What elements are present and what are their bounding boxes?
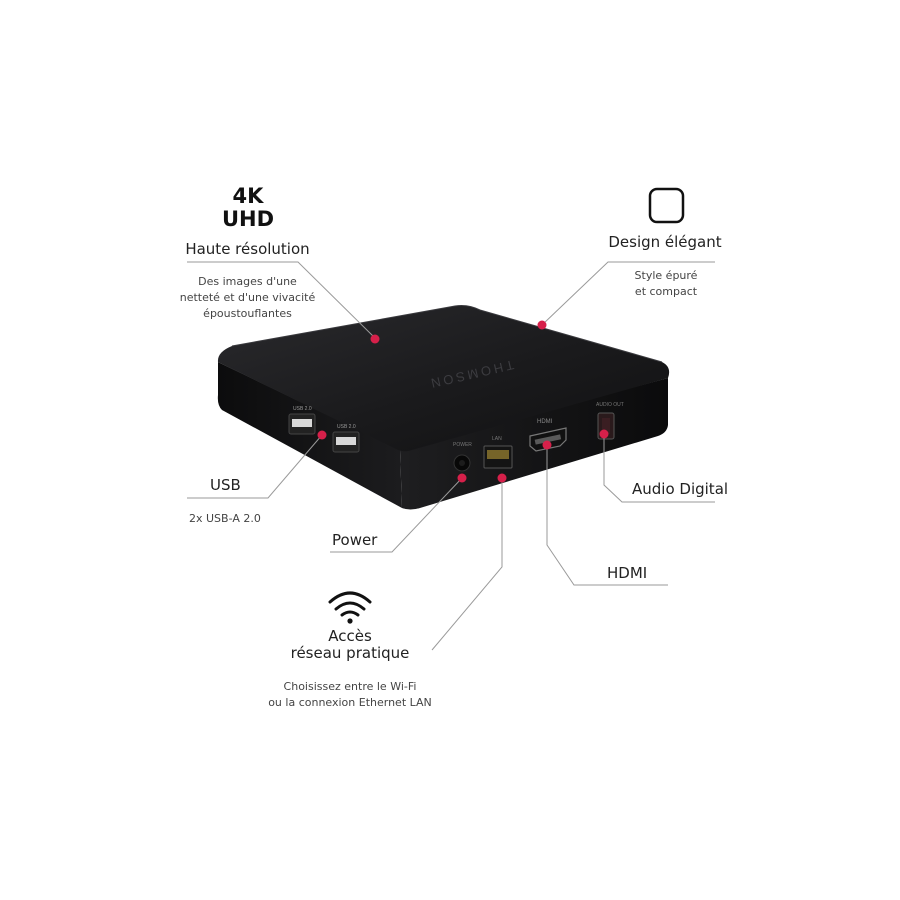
uhd-heading: Haute résolution [185,240,310,258]
svg-text:USB 2.0: USB 2.0 [337,424,356,430]
hdmi-port: HDMI [529,419,567,452]
uhd-title-uhd: UHD [221,207,275,231]
lan-port: LAN [483,436,513,469]
network-description: Choisissez entre le Wi-Fi ou la connexio… [268,680,432,709]
usb-heading: USB [210,476,241,494]
uhd-description: Des images d'une netteté et d'une vivaci… [179,275,316,320]
svg-text:USB 2.0: USB 2.0 [293,406,312,412]
power-port: POWER [453,442,472,472]
audio-heading: Audio Digital [632,480,729,498]
usb-ports: USB 2.0 USB 2.0 [288,406,360,453]
uhd-title: 4K UHD [203,185,293,231]
design-heading: Design élégant [608,233,722,251]
leader-lines [187,261,715,651]
power-heading: Power [332,531,378,549]
usb-description: 2x USB-A 2.0 [189,512,261,525]
box-top-face [217,305,670,452]
network-heading: Accès réseau pratique [290,627,410,662]
svg-text:AUDIO OUT: AUDIO OUT [596,402,624,408]
svg-text:HDMI: HDMI [537,419,553,425]
wifi-icon [328,591,372,617]
uhd-title-4k: 4K [232,184,264,208]
box-left-face [217,362,402,508]
accent-dots [317,320,609,483]
hdmi-heading: HDMI [607,564,648,582]
rounded-square-icon [648,187,685,224]
svg-text:LAN: LAN [492,436,502,442]
svg-text:POWER: POWER [453,442,472,448]
design-description: Style épuré et compact [634,269,698,298]
